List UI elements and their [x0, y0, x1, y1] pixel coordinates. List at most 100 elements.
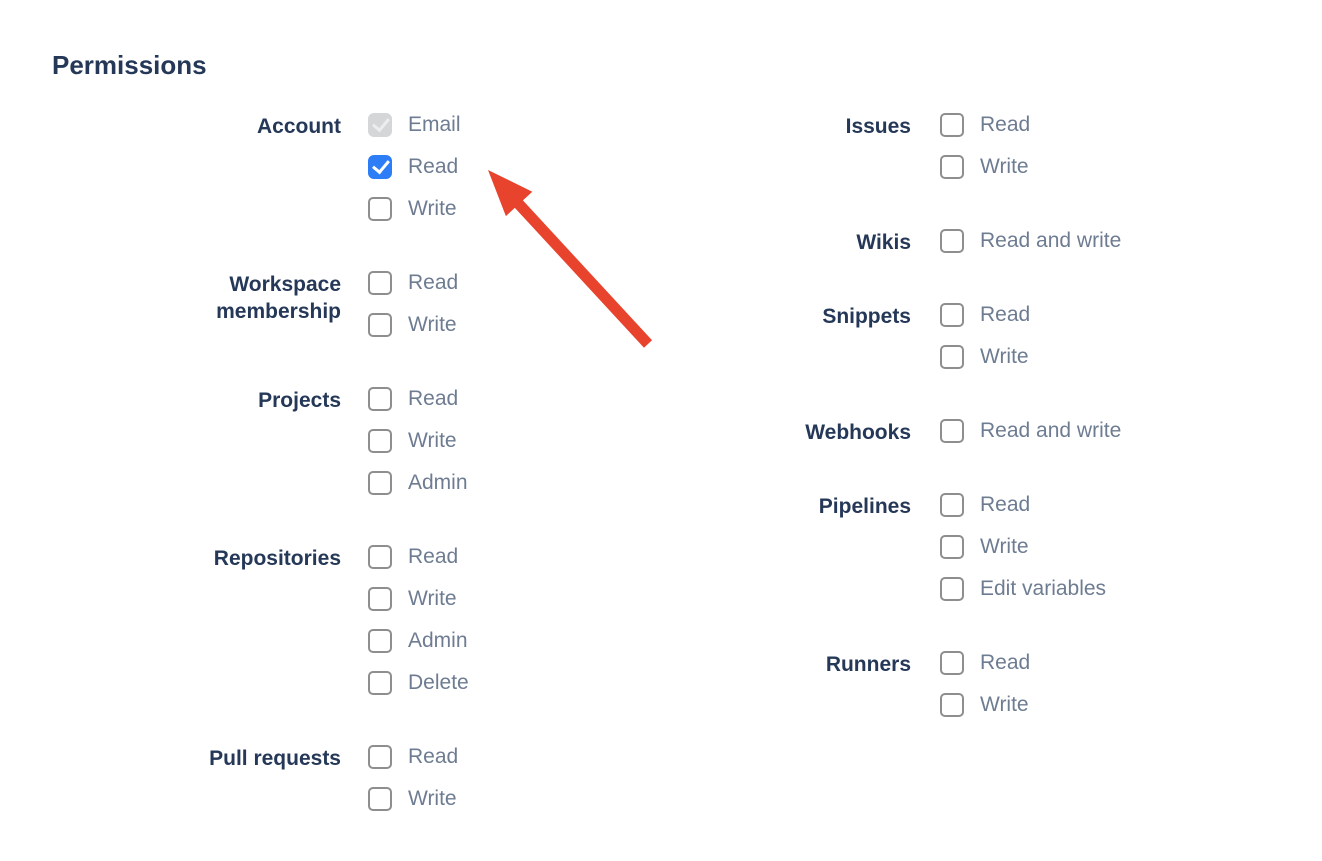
checkbox-label: Read [408, 387, 459, 410]
permission-option[interactable]: Read [368, 271, 458, 295]
checkbox-unchecked[interactable] [940, 651, 964, 675]
checkbox-label: Read and write [980, 419, 1122, 442]
checkbox-unchecked[interactable] [940, 577, 964, 601]
checkbox-label: Read [980, 113, 1031, 136]
checkbox-label: Write [408, 587, 457, 610]
checkbox-label: Admin [408, 629, 468, 652]
checkbox-label: Delete [408, 671, 469, 694]
checkbox-label: Read [408, 271, 459, 294]
permission-option[interactable]: Read and write [940, 229, 1121, 253]
permission-option[interactable]: Read [368, 545, 469, 569]
permission-option[interactable]: Write [368, 587, 469, 611]
permission-option[interactable]: Read [940, 493, 1106, 517]
checkbox-unchecked[interactable] [368, 671, 392, 695]
checkbox-unchecked[interactable] [368, 197, 392, 221]
checkbox-unchecked[interactable] [940, 303, 964, 327]
checkbox-unchecked[interactable] [368, 545, 392, 569]
checkbox-unchecked[interactable] [368, 787, 392, 811]
permission-option[interactable]: Edit variables [940, 577, 1106, 601]
permission-option[interactable]: Read [940, 651, 1030, 675]
checkbox-label: Write [980, 693, 1029, 716]
permission-group-label: Projects [258, 389, 341, 412]
permission-group-label: Runners [825, 653, 911, 676]
checkbox-label: Read [980, 303, 1031, 326]
checkbox-label: Write [408, 429, 457, 452]
permission-option[interactable]: Read [368, 155, 461, 179]
checkbox-unchecked[interactable] [940, 345, 964, 369]
checkbox-label: Write [408, 313, 457, 336]
permission-option[interactable]: Read [368, 745, 458, 769]
checkbox-unchecked[interactable] [368, 587, 392, 611]
permission-option[interactable]: Delete [368, 671, 469, 695]
checkbox-checked[interactable] [368, 155, 392, 179]
checkbox-unchecked[interactable] [940, 113, 964, 137]
permission-group-label: Repositories [213, 547, 341, 570]
permission-option[interactable]: Write [368, 787, 458, 811]
permission-option[interactable]: Write [368, 429, 468, 453]
permission-option[interactable]: Write [940, 155, 1030, 179]
checkbox-unchecked[interactable] [940, 493, 964, 517]
checkbox-unchecked[interactable] [368, 629, 392, 653]
checkbox-unchecked[interactable] [368, 471, 392, 495]
checkbox-unchecked[interactable] [940, 535, 964, 559]
checkbox-label: Read [408, 745, 459, 768]
checkbox-label: Edit variables [980, 577, 1107, 600]
permission-option[interactable]: Read [940, 113, 1030, 137]
permission-group-label: Workspace membership [216, 273, 341, 323]
permission-option[interactable]: Write [940, 345, 1030, 369]
checkbox-unchecked[interactable] [368, 387, 392, 411]
checkbox-label: Read [980, 493, 1031, 516]
checkbox-unchecked[interactable] [940, 155, 964, 179]
permission-option[interactable]: Write [940, 535, 1106, 559]
checkbox-label: Read [408, 545, 459, 568]
permission-group: Wikis Read and write [771, 229, 1271, 271]
checkbox-label: Read [408, 155, 459, 178]
permission-option[interactable]: Admin [368, 629, 469, 653]
permission-option[interactable]: Admin [368, 471, 468, 495]
checkbox-label: Write [408, 197, 457, 220]
permission-options: Read and write [940, 229, 1121, 271]
checkbox-label: Write [980, 535, 1029, 558]
checkbox-unchecked[interactable] [368, 271, 392, 295]
checkbox-label: Write [980, 345, 1029, 368]
checkbox-unchecked[interactable] [940, 419, 964, 443]
checkbox-unchecked[interactable] [368, 745, 392, 769]
permission-option[interactable]: Write [368, 197, 461, 221]
checkbox-disabled-checked [368, 113, 392, 137]
permission-options: Read and write [940, 419, 1121, 461]
checkbox-unchecked[interactable] [368, 429, 392, 453]
checkbox-label: Email [408, 113, 461, 136]
permission-group-label: Issues [845, 115, 911, 138]
permission-option[interactable]: Read and write [940, 419, 1121, 443]
checkbox-unchecked[interactable] [940, 693, 964, 717]
checkbox-unchecked[interactable] [368, 313, 392, 337]
permission-group-label: Wikis [856, 231, 911, 254]
permission-group: Webhooks Read and write [771, 419, 1271, 461]
permission-option[interactable]: Write [940, 693, 1030, 717]
permission-option[interactable]: Read [368, 387, 468, 411]
permission-option[interactable]: Read [940, 303, 1030, 327]
permission-group-label: Webhooks [805, 421, 911, 444]
checkbox-label: Write [408, 787, 457, 810]
checkbox-unchecked[interactable] [940, 229, 964, 253]
permission-option[interactable]: Write [368, 313, 458, 337]
permission-group-label: Snippets [822, 305, 911, 328]
